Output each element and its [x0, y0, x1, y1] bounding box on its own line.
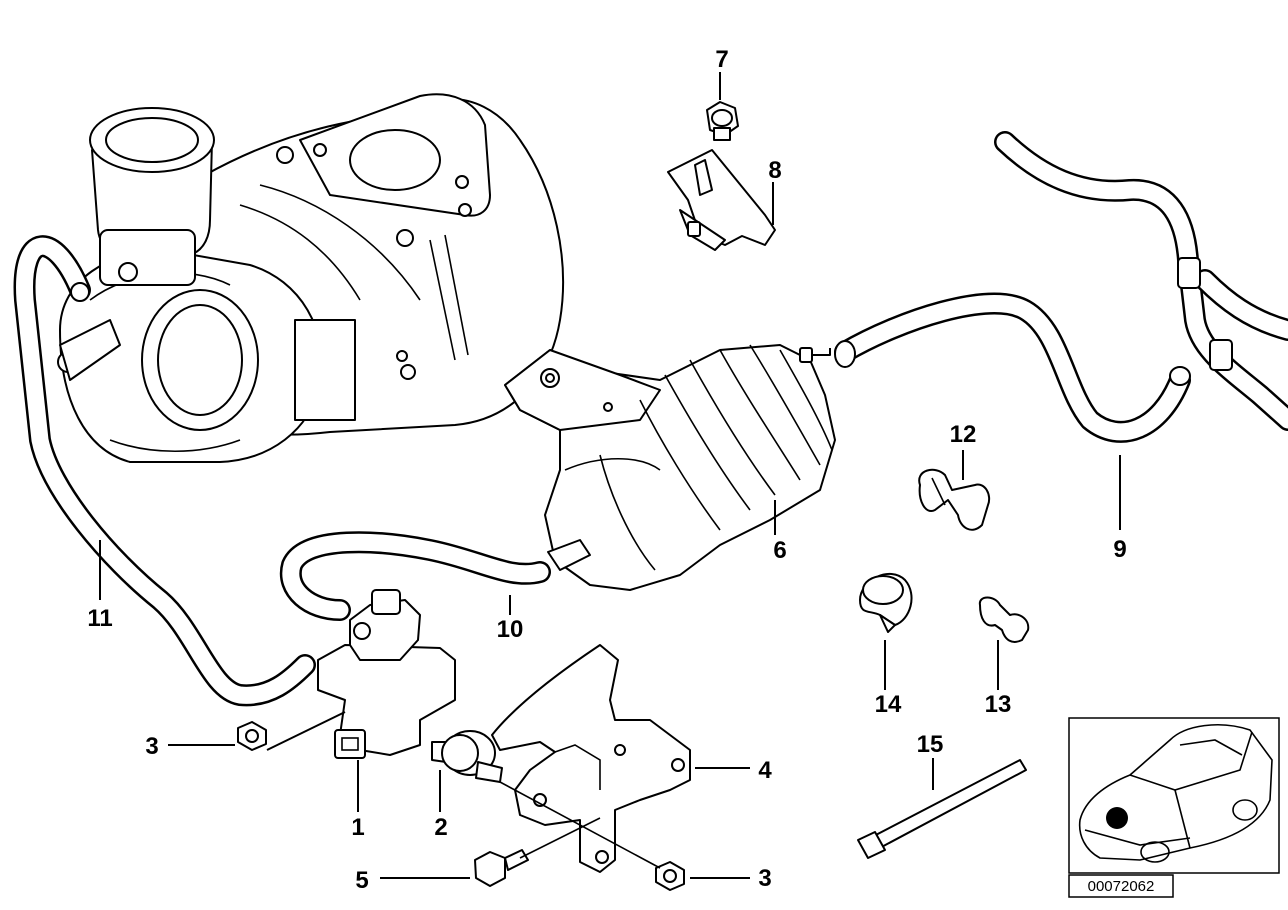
bracket-8	[667, 149, 776, 251]
hose-clip-12	[918, 468, 991, 531]
rubber-mount	[431, 730, 503, 783]
hex-nut-bottom	[655, 861, 685, 891]
leader-lines	[99, 72, 1121, 879]
vacuum-hose-9	[834, 292, 1191, 443]
callout-1: 1	[351, 814, 364, 841]
vacuum-reservoir	[504, 344, 836, 591]
pressure-converter	[317, 589, 456, 759]
hose-clip-14	[859, 573, 913, 633]
callout-5: 5	[355, 867, 368, 894]
hose-clip-13	[978, 596, 1030, 643]
location-marker	[1106, 807, 1128, 829]
hex-bolt	[474, 849, 529, 887]
callout-10: 10	[497, 616, 524, 643]
background-hose	[994, 131, 1288, 431]
callout-6: 6	[773, 537, 786, 564]
callout-3-bottom: 3	[758, 865, 771, 892]
mounting-bracket	[491, 644, 691, 873]
nut-7	[706, 101, 739, 141]
callout-14: 14	[875, 691, 902, 718]
callout-12: 12	[950, 421, 977, 448]
car-outline-icon	[1078, 724, 1273, 863]
callout-8: 8	[768, 157, 781, 184]
callout-2: 2	[434, 814, 447, 841]
vacuum-hose-11	[13, 235, 316, 707]
vehicle-location-inset: 00072062	[1068, 717, 1280, 898]
hex-nut-left	[237, 721, 267, 751]
cable-tie	[857, 759, 1027, 859]
callout-labels: 1 2 3 3 4 5 6 7 8 9 10 11 12 13 14 15	[87, 46, 1126, 894]
callout-4: 4	[758, 757, 772, 784]
drawing-number: 00072062	[1088, 878, 1155, 895]
callout-3-left: 3	[145, 733, 158, 760]
callout-11: 11	[87, 605, 112, 632]
vacuum-hose-10	[279, 531, 551, 621]
callout-9: 9	[1113, 536, 1126, 563]
callout-15: 15	[917, 731, 944, 758]
turbocharger	[57, 93, 565, 463]
callout-7: 7	[715, 46, 728, 73]
callout-13: 13	[985, 691, 1012, 718]
